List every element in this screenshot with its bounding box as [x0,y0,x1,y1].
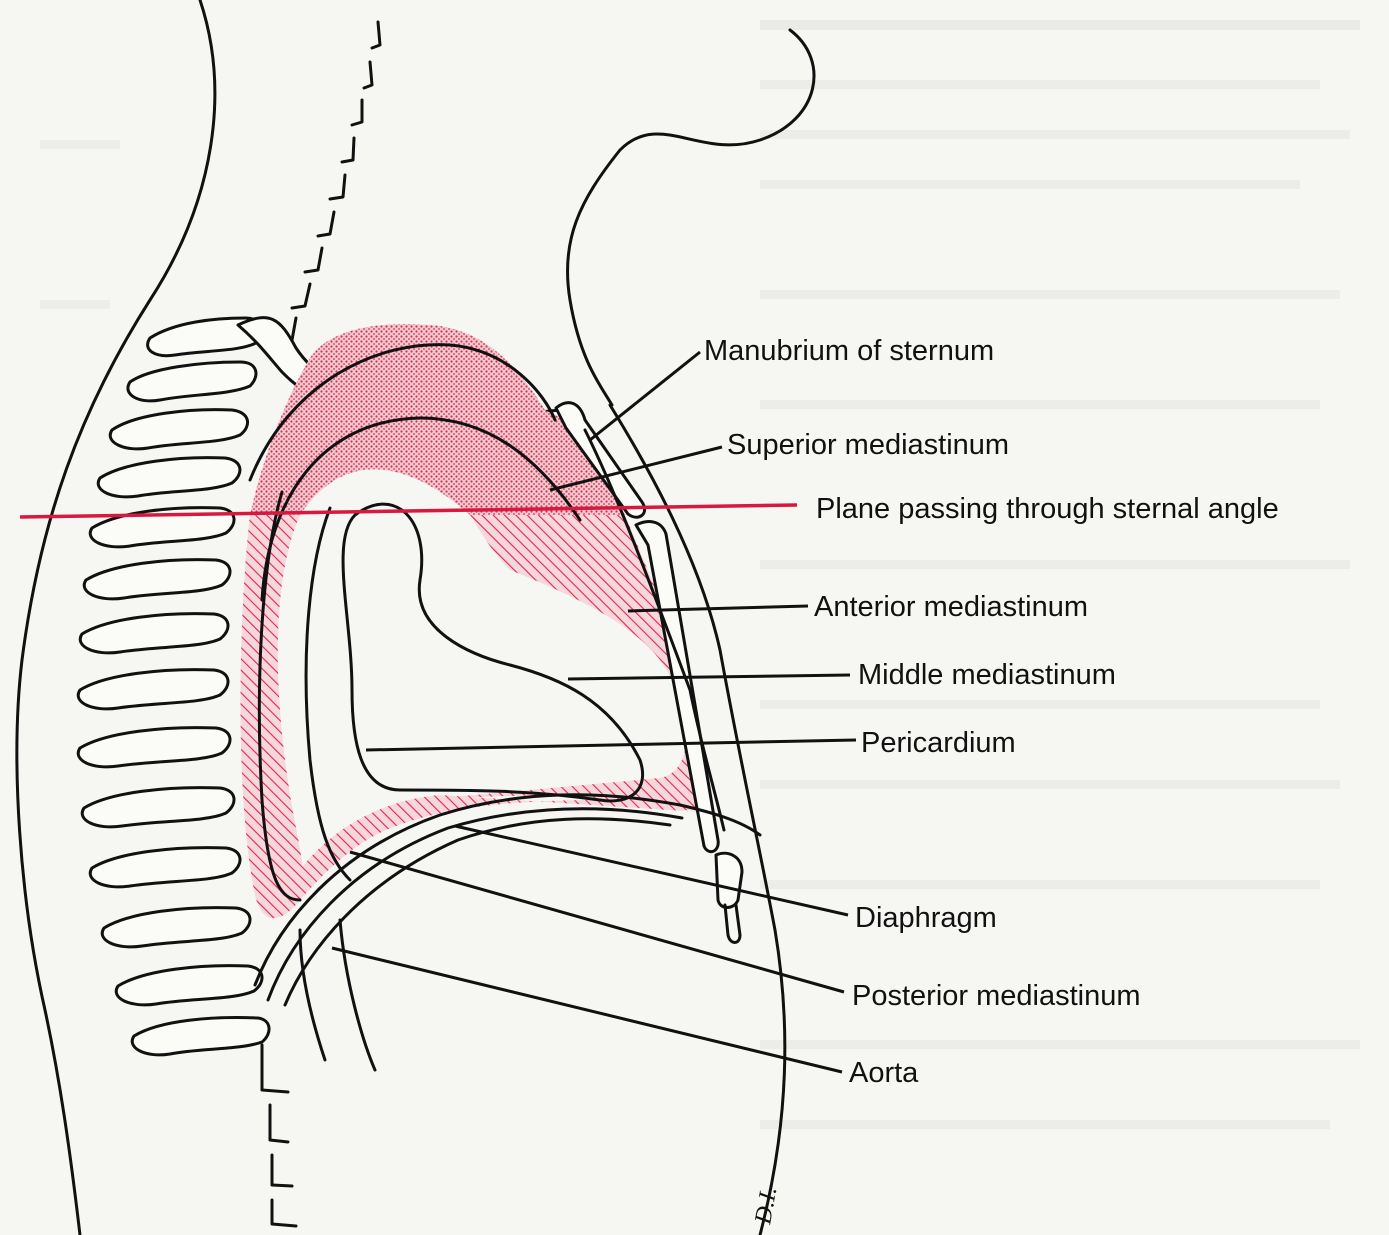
label-middle-mediastinum: Middle mediastinum [858,659,1116,691]
label-diaphragm: Diaphragm [855,902,997,934]
leader-middle [568,675,850,679]
label-plane: Plane passing through sternal angle [816,493,1279,525]
label-pericardium: Pericardium [861,727,1016,759]
label-manubrium: Manubrium of sternum [704,335,994,367]
label-anterior-mediastinum: Anterior mediastinum [814,591,1088,623]
descending-aorta [300,930,325,1060]
label-posterior-mediastinum: Posterior mediastinum [852,980,1141,1012]
leader-pericardium [366,740,856,750]
background-bleed-text [40,20,1360,1129]
cervical-spine [292,22,380,340]
leader-diaphragm [455,826,848,915]
descending-aorta-front [340,920,375,1070]
inferior-mediastinum-region [240,515,303,918]
label-aorta: Aorta [849,1057,919,1089]
lumbar-spine [262,1045,296,1226]
leader-aorta [332,948,842,1072]
label-superior-mediastinum: Superior mediastinum [727,429,1009,461]
illustrator-signature: D.I. [750,1185,782,1227]
diaphragm-lines [255,795,760,1005]
thoracic-vertebrae [78,318,269,1055]
